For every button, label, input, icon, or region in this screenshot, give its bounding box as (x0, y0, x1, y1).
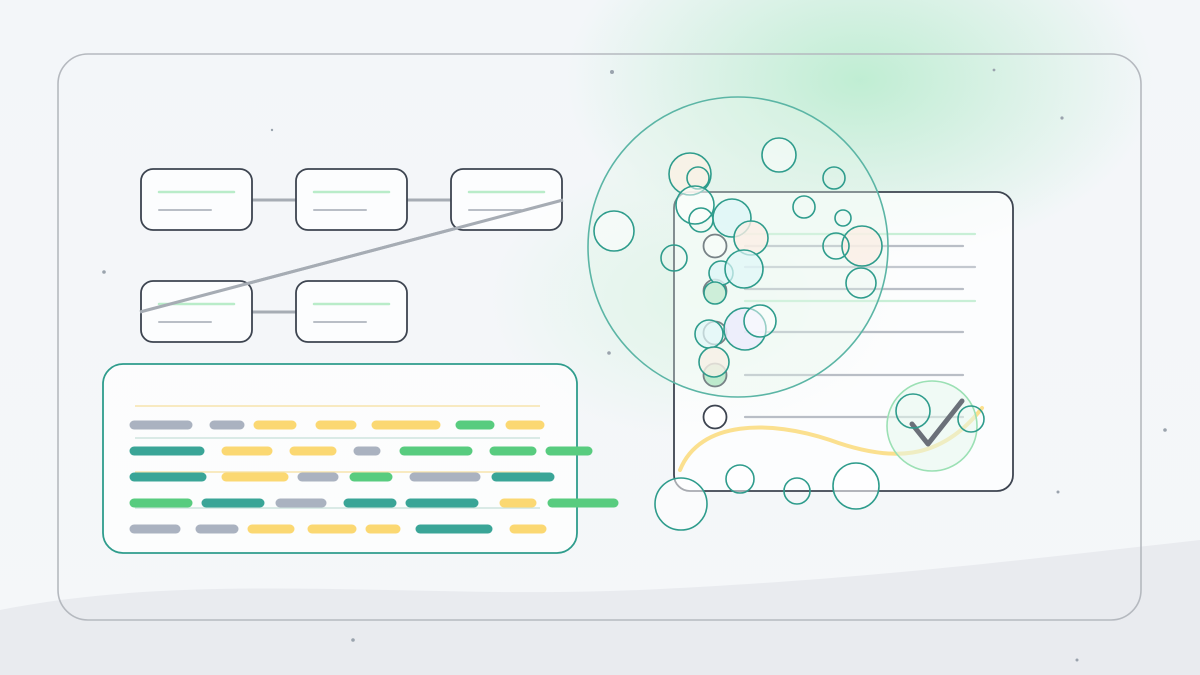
background-dots (102, 68, 1167, 662)
flowchart-icon (139, 168, 564, 343)
code-row-dividers (135, 405, 540, 509)
background-dots-part (1060, 116, 1064, 120)
checklist-lines (743, 232, 977, 419)
background-dots-part (270, 128, 274, 132)
checklist-bullets-part (702, 404, 728, 430)
bubble-cluster-icon-part (703, 281, 727, 305)
bubble-cluster-icon-part (593, 210, 635, 252)
bubble-cluster-icon-part (832, 462, 880, 510)
bubble-cluster-icon-part (724, 249, 764, 289)
bubble-cluster-icon-part (675, 185, 715, 225)
checkmark-icon (909, 398, 965, 447)
background-dots-part (610, 70, 614, 74)
bubble-cluster-icon-part (761, 137, 797, 173)
bubble-cluster-icon-part (792, 195, 816, 219)
flow-node (295, 168, 408, 231)
bubble-cluster-icon-part (660, 244, 688, 272)
bubble-cluster-icon-part (783, 477, 811, 505)
background-dots-part (992, 68, 996, 72)
flow-node (140, 168, 253, 231)
bubble-cluster-icon-part (694, 319, 724, 349)
bubble-cluster-icon-part (822, 232, 850, 260)
bubble-cluster-icon-part (841, 225, 883, 267)
bubble-cluster-icon-part (845, 267, 877, 299)
code-lines-icon (102, 363, 619, 554)
bubble-cluster-icon-part (822, 166, 846, 190)
bubble-cluster-icon-part (743, 304, 777, 338)
flow-node (140, 280, 253, 343)
flow-node-part (295, 280, 408, 343)
outer-frame (57, 53, 1142, 621)
background-dots-part (1163, 428, 1167, 432)
background-dots-part (102, 270, 106, 274)
checklist-bullets-part (702, 233, 728, 259)
background-dots-part (1075, 658, 1079, 662)
background-dots-part (1056, 490, 1060, 494)
bubble-cluster-icon-part (834, 209, 852, 227)
bubble-cluster-icon-part (725, 464, 755, 494)
flow-node-part (140, 280, 253, 343)
flow-node (450, 168, 563, 231)
flow-node-part (450, 168, 563, 231)
bubble-cluster-icon-part (654, 477, 708, 531)
check-glow-ring (886, 380, 978, 472)
background-dots-part (607, 351, 611, 355)
flow-node-part (140, 168, 253, 231)
code-tokens (129, 420, 619, 534)
bubble-cluster-icon-part (698, 346, 730, 378)
flow-node-part (295, 168, 408, 231)
background-dots-part (351, 638, 355, 642)
bottom-wave (0, 540, 1200, 675)
bubble-cluster-icon-part (895, 393, 931, 429)
bubble-cluster-icon (587, 96, 985, 531)
flow-diagonal-connector (139, 198, 564, 314)
flow-node (295, 280, 408, 343)
bubble-cluster-icon-part (957, 405, 985, 433)
